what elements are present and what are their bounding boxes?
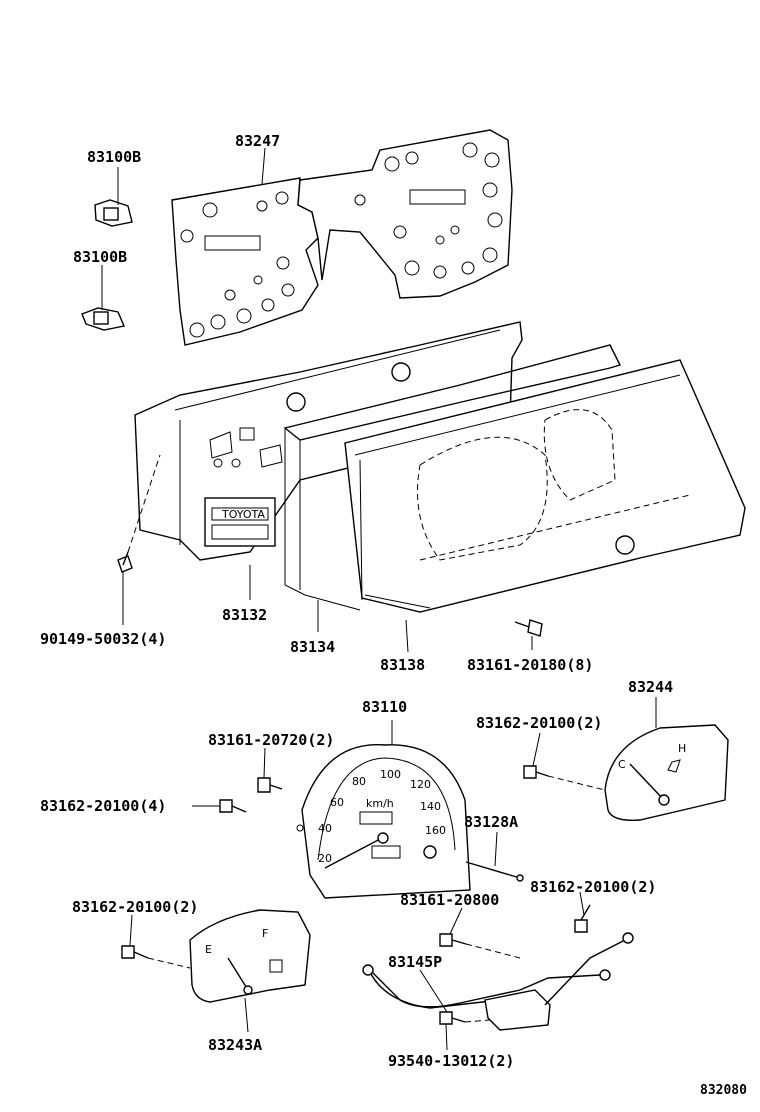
printed-circuit-plate bbox=[171, 129, 513, 346]
label-83243A: 83243A bbox=[208, 1036, 262, 1054]
temp-h-label: H bbox=[678, 742, 686, 755]
label-83128A: 83128A bbox=[464, 813, 518, 831]
leader-lines bbox=[101, 147, 657, 1051]
screw-83162-20100-4 bbox=[219, 799, 247, 813]
label-83134: 83134 bbox=[290, 638, 335, 656]
screw-83161-20180 bbox=[514, 619, 543, 637]
screw-83162-20100-2a-leader bbox=[547, 775, 606, 791]
label-90149-50032: 90149-50032(4) bbox=[40, 630, 166, 648]
label-93540-13012: 93540-13012(2) bbox=[388, 1052, 514, 1070]
speed-tick-80: 80 bbox=[352, 775, 366, 788]
fuel-needle bbox=[227, 957, 249, 991]
label-83247: 83247 bbox=[235, 132, 280, 150]
speed-tick-160: 160 bbox=[425, 824, 446, 837]
speed-unit: km/h bbox=[366, 797, 394, 810]
speedometer: 20 40 60 80 100 120 140 160 km/h bbox=[296, 743, 471, 899]
bulb-socket-lower bbox=[81, 307, 125, 331]
label-83132: 83132 bbox=[222, 606, 267, 624]
label-83138: 83138 bbox=[380, 656, 425, 674]
temp-c-label: C bbox=[618, 758, 626, 771]
label-83145P: 83145P bbox=[388, 953, 442, 971]
screw-90149 bbox=[117, 551, 133, 573]
odometer-window bbox=[359, 811, 393, 825]
label-83162-20100-a: 83162-20100(2) bbox=[476, 714, 602, 732]
pin-83128A bbox=[465, 861, 524, 882]
speed-tick-60: 60 bbox=[330, 796, 344, 809]
label-83162-20100-b: 83162-20100(2) bbox=[530, 878, 656, 896]
trip-window bbox=[371, 845, 401, 859]
label-83162-20100-4: 83162-20100(4) bbox=[40, 797, 166, 815]
screw-83161-20800 bbox=[439, 933, 467, 947]
card-text: TOYOTA bbox=[221, 508, 265, 521]
meter-case-frame bbox=[283, 344, 621, 611]
screw-93540-leader bbox=[464, 1019, 491, 1023]
fuel-f-label: F bbox=[262, 927, 268, 940]
label-83110: 83110 bbox=[362, 698, 407, 716]
temp-needle bbox=[629, 763, 665, 801]
fuel-e-label: E bbox=[205, 943, 212, 956]
label-83162-20100-c: 83162-20100(2) bbox=[72, 898, 198, 916]
label-83161-20800: 83161-20800 bbox=[400, 891, 499, 909]
meter-glass bbox=[344, 359, 746, 613]
wire-harness bbox=[362, 932, 634, 1031]
label-83100B-lower: 83100B bbox=[73, 248, 127, 266]
speed-tick-120: 120 bbox=[410, 778, 431, 791]
screw-83161-20800-leader bbox=[465, 943, 521, 959]
screw-83162-20100-2a bbox=[523, 765, 549, 779]
label-83161-20720: 83161-20720(2) bbox=[208, 731, 334, 749]
fuel-gauge: E F bbox=[189, 909, 311, 1003]
screw-83162-20100-2c bbox=[574, 904, 591, 933]
label-83161-20180: 83161-20180(8) bbox=[467, 656, 593, 674]
speed-tick-100: 100 bbox=[380, 768, 401, 781]
bulb-socket-upper bbox=[94, 199, 133, 227]
screw-83162-20100-2b bbox=[121, 945, 149, 959]
screw-83162-20100-2b-leader bbox=[147, 957, 191, 969]
label-83100B-upper: 83100B bbox=[87, 148, 141, 166]
speed-needle bbox=[324, 837, 383, 869]
temperature-gauge: C H bbox=[604, 724, 729, 821]
screw-93540 bbox=[439, 1011, 466, 1025]
screw-90149-leader bbox=[127, 454, 161, 553]
speed-tick-20: 20 bbox=[318, 852, 332, 865]
speed-tick-40: 40 bbox=[318, 822, 332, 835]
speed-tick-140: 140 bbox=[420, 800, 441, 813]
screw-83161-20720 bbox=[257, 777, 283, 793]
label-83244: 83244 bbox=[628, 678, 673, 696]
diagram-id: 832080 bbox=[700, 1083, 747, 1098]
